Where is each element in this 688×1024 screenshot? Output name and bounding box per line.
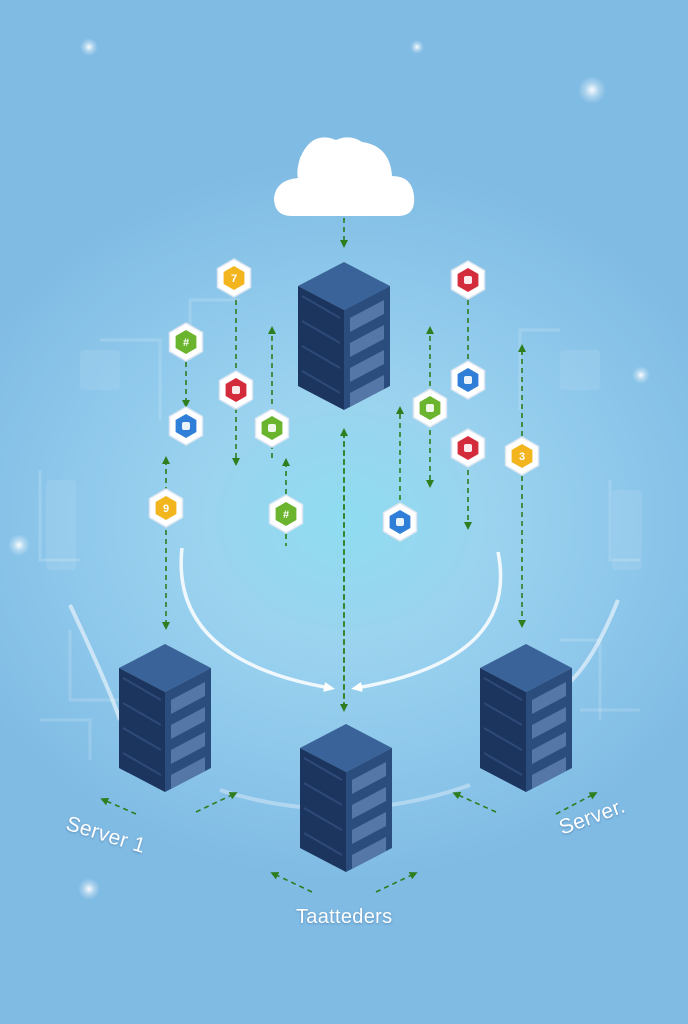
servers	[119, 262, 572, 872]
app-node-n6	[450, 360, 486, 400]
app-node-mark	[464, 276, 472, 284]
app-node-n7	[254, 408, 290, 448]
cloud-icon	[274, 137, 415, 216]
side-arc-left	[68, 604, 122, 721]
app-nodes: 7 #9 3 #	[148, 258, 540, 542]
server-rack-icon	[480, 644, 572, 792]
app-node-mark	[182, 422, 190, 430]
app-node-glyph: #	[183, 337, 189, 349]
server-rack-icon	[300, 724, 392, 872]
sparkle	[80, 38, 98, 56]
app-node-n9	[450, 428, 486, 468]
server-rack-icon	[298, 262, 390, 410]
app-node-mark	[396, 518, 404, 526]
app-node-mark	[464, 376, 472, 384]
app-node-n3: #	[168, 322, 204, 362]
sparkle	[578, 76, 606, 104]
curve-arrow-left	[179, 547, 335, 692]
app-node-n11: 3	[504, 436, 540, 476]
app-node-n4	[218, 370, 254, 410]
background-circuit	[38, 298, 640, 760]
sparkle	[8, 534, 30, 556]
app-node-n5	[168, 406, 204, 446]
curve-arrow-right	[351, 551, 503, 692]
app-node-glyph: 9	[163, 503, 169, 515]
app-node-n2	[450, 260, 486, 300]
app-node-mark	[268, 424, 276, 432]
app-node-mark	[232, 386, 240, 394]
app-node-n8	[412, 388, 448, 428]
app-node-n13	[382, 502, 418, 542]
app-node-glyph: 7	[231, 273, 237, 285]
app-node-n1: 7	[216, 258, 252, 298]
sparkle	[632, 366, 650, 384]
app-node-n10: 9	[148, 488, 184, 528]
app-node-glyph: 3	[519, 451, 525, 463]
bottom-caption: Taatteders	[296, 906, 393, 928]
server-rack-icon	[119, 644, 211, 792]
sparkle	[410, 40, 424, 54]
app-node-mark	[464, 444, 472, 452]
app-node-glyph: #	[283, 509, 289, 521]
app-node-n12: #	[268, 494, 304, 534]
app-node-mark	[426, 404, 434, 412]
sparkle	[78, 878, 100, 900]
background-panels	[46, 350, 642, 570]
